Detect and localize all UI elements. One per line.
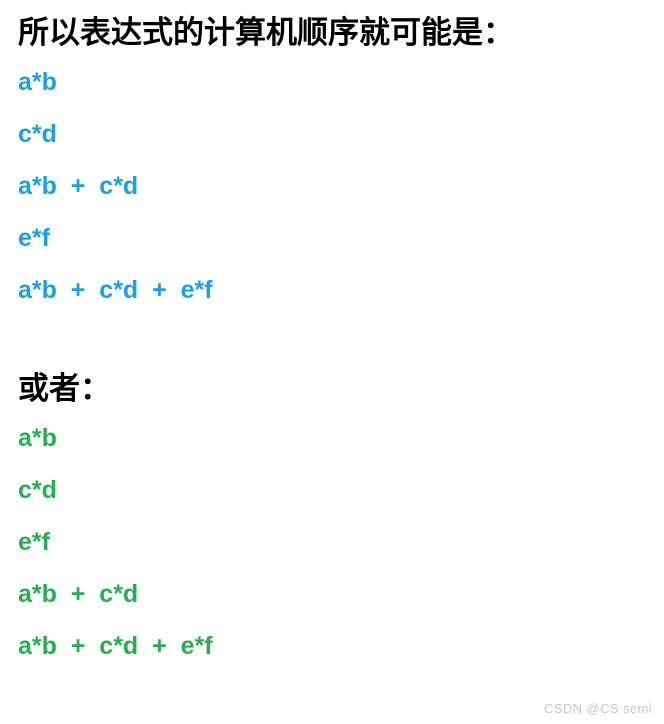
expression-line: a*b + c*d <box>18 580 139 608</box>
expression-list-blue: a*b c*d a*b + c*d e*f a*b + c*d + e*f <box>18 56 664 316</box>
csdn-watermark: CSDN @CS semi <box>544 701 652 716</box>
expression-line: a*b + c*d <box>18 172 139 200</box>
section-divider-space <box>18 316 664 366</box>
expression-line: a*b <box>18 68 57 96</box>
expression-line: a*b + c*d + e*f <box>18 276 213 304</box>
expression-line: c*d <box>18 476 57 504</box>
expression-line: e*f <box>18 224 50 252</box>
page-heading-secondary: 或者： <box>18 371 111 406</box>
page-heading-primary: 所以表达式的计算机顺序就可能是： <box>18 15 514 50</box>
expression-line: a*b + c*d + e*f <box>18 632 213 660</box>
expression-line: c*d <box>18 120 57 148</box>
expression-line: a*b <box>18 424 57 452</box>
expression-list-green: a*b c*d e*f a*b + c*d a*b + c*d + e*f <box>18 412 664 672</box>
expression-line: e*f <box>18 528 50 556</box>
